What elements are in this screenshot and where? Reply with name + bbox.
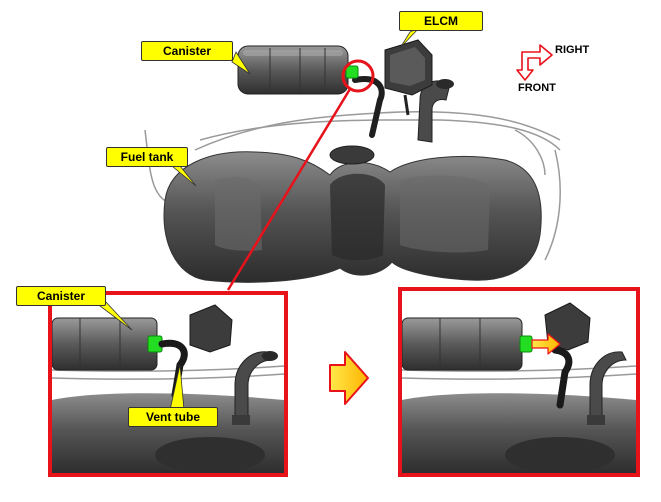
canister-top-pointer xyxy=(231,51,251,75)
detail-box-after xyxy=(398,287,640,477)
connector-highlight xyxy=(345,65,359,79)
orientation-right-label: RIGHT xyxy=(555,44,590,56)
elcm-module xyxy=(384,39,433,116)
elcm-label: ELCM xyxy=(399,11,483,31)
canister-top xyxy=(237,45,349,95)
detail-box-before xyxy=(48,291,288,477)
disconnect-arrow-icon xyxy=(531,333,561,355)
vent-tube-main xyxy=(352,76,385,138)
detail-circle xyxy=(341,59,375,93)
fuel-tank-label: Fuel tank xyxy=(106,147,188,167)
canister-detail-label: Canister xyxy=(16,286,106,306)
orientation-arrow-icon xyxy=(516,44,553,81)
orientation-front-label: FRONT xyxy=(518,82,556,94)
right-arrow-icon xyxy=(329,351,369,405)
vent-tube-label: Vent tube xyxy=(128,407,218,427)
detail-leader-line xyxy=(226,88,352,291)
main-overview xyxy=(144,39,561,291)
canister-top-label: Canister xyxy=(141,41,233,61)
